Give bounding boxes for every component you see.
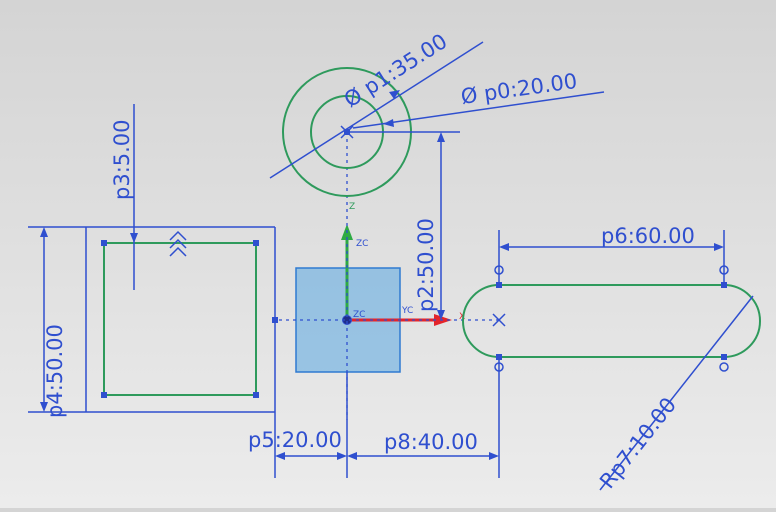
arc-marker-right-top[interactable] [719, 265, 729, 275]
zc-axis-label: ZC [356, 239, 368, 249]
datum-csys[interactable]: ZC ZC YC Z X [295, 202, 465, 373]
dimension-lines [40, 41, 754, 491]
p6-arrow-left [499, 243, 509, 251]
p1-dimension-text[interactable]: Ø p1:35.00 [340, 29, 452, 112]
arc-marker-left-top[interactable] [494, 265, 504, 275]
square-corner-point-bl[interactable] [101, 392, 107, 398]
p4-arrow-bottom [40, 402, 48, 412]
p7-radius-leader[interactable] [599, 295, 754, 491]
p1-diameter-leader[interactable] [269, 41, 484, 179]
p5-arrow-right [337, 452, 347, 460]
p7-dimension-text[interactable]: Rp7:10.00 [595, 393, 681, 493]
p1-arrow-head [389, 90, 400, 99]
slot-point-br[interactable] [721, 354, 727, 360]
slot-point-tr[interactable] [721, 282, 727, 288]
zc-center-label: ZC [353, 310, 365, 320]
slot-point-tl[interactable] [496, 282, 502, 288]
x-small-label: X [459, 312, 465, 322]
p0-arrow-head [383, 119, 394, 127]
slot-point-bl[interactable] [496, 354, 502, 360]
arc-marker-left-bottom[interactable] [494, 362, 504, 372]
p4-dimension-text[interactable]: p4:50.00 [43, 324, 67, 418]
circle-center-cross-b [340, 125, 354, 139]
arc-center-markers [340, 125, 729, 372]
p4-arrow-top [40, 227, 48, 237]
square-mid-point[interactable] [272, 317, 278, 323]
p0-dimension-text[interactable]: Ø p0:20.00 [459, 69, 578, 109]
p5-dimension-text[interactable]: p5:20.00 [248, 428, 342, 452]
reference-lines [28, 104, 725, 478]
p2-arrow-top [437, 132, 445, 142]
z-small-label: Z [349, 202, 355, 212]
p8-dimension-text[interactable]: p8:40.00 [384, 430, 478, 454]
square-profile-curve[interactable] [103, 242, 257, 396]
slot-profile-curve[interactable] [462, 284, 761, 358]
p6-arrow-right [714, 243, 724, 251]
p0-diameter-leader[interactable] [352, 91, 605, 129]
p2-arrow-bottom [437, 310, 445, 320]
p8-arrow-right [489, 452, 499, 460]
arc-marker-right-bottom[interactable] [719, 362, 729, 372]
p3-dimension-text[interactable]: p3:5.00 [110, 119, 134, 200]
square-corner-point-tr[interactable] [253, 240, 259, 246]
slot-center-cross-b [492, 313, 506, 327]
p3-arrow-head [130, 233, 138, 243]
square-corner-point-tl[interactable] [101, 240, 107, 246]
dimension-texts: p4:50.00 p3:5.00 p2:50.00 p6:60.00 p5:20… [43, 29, 695, 493]
p6-dimension-text[interactable]: p6:60.00 [601, 224, 695, 248]
square-corner-point-br[interactable] [253, 392, 259, 398]
p2-dimension-text[interactable]: p2:50.00 [414, 218, 438, 312]
p5-arrow-left [275, 452, 285, 460]
p8-arrow-left [347, 452, 357, 460]
p3-offset-chevron-icon[interactable] [169, 230, 187, 257]
yc-axis-label: YC [401, 306, 413, 316]
